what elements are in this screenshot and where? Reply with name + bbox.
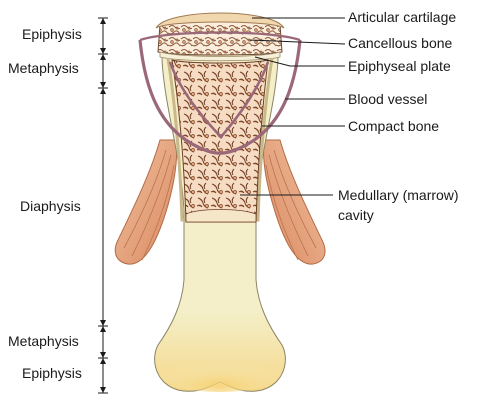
- blood-vessel-top: [139, 31, 301, 42]
- blood-vessel-inner-left: [168, 61, 223, 139]
- label-medullary-cavity-line2: cavity: [338, 207, 374, 223]
- label-compact-bone: Compact bone: [348, 118, 439, 134]
- leader-cancellous-bone: [249, 39, 346, 45]
- leader-epiphyseal-plate: [254, 56, 345, 67]
- label-articular-cartilage: Articular cartilage: [348, 9, 456, 25]
- blood-vessel-inner-right: [219, 61, 270, 139]
- region-label-epiphysis-top: Epiphysis: [22, 26, 82, 42]
- label-blood-vessel: Blood vessel: [348, 91, 427, 107]
- label-cancellous-bone: Cancellous bone: [348, 35, 453, 51]
- label-epiphyseal-plate: Epiphyseal plate: [348, 58, 451, 74]
- region-label-epiphysis-bottom: Epiphysis: [22, 365, 82, 381]
- region-label-metaphysis-bottom: Metaphysis: [8, 333, 79, 349]
- left-muscle: [114, 139, 178, 265]
- label-medullary-cavity-line1: Medullary (marrow): [338, 187, 459, 203]
- left-muscle-striations: [123, 149, 175, 261]
- right-muscle-striations: [265, 149, 317, 261]
- medullary-cavity: [171, 59, 269, 223]
- region-label-diaphysis: Diaphysis: [20, 198, 81, 214]
- right-muscle: [263, 139, 326, 265]
- articular-cartilage: [155, 12, 285, 29]
- region-label-metaphysis-top: Metaphysis: [8, 60, 79, 76]
- lower-epiphysis-glow: [158, 352, 282, 392]
- blood-vessel-outer: [138, 39, 302, 155]
- marrow-base: [185, 209, 257, 223]
- epiphyseal-plate: [159, 51, 281, 62]
